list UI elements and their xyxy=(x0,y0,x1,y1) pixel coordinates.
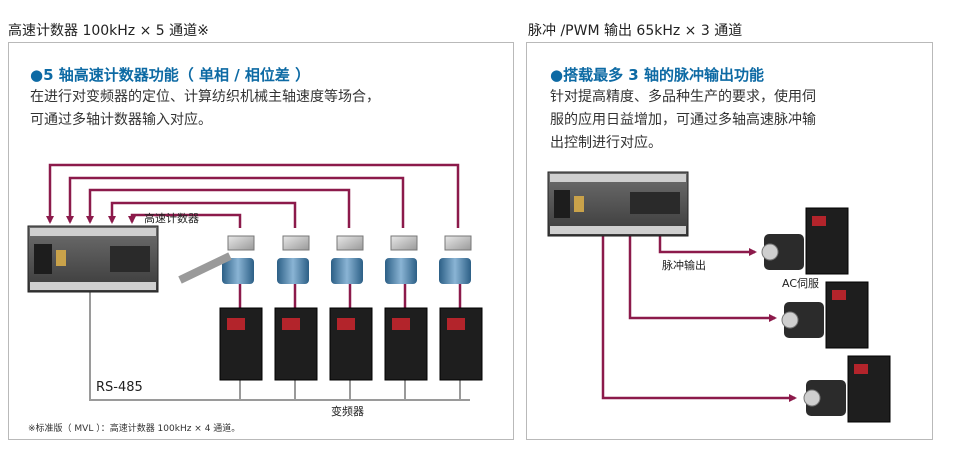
feedback-line-4 xyxy=(108,201,297,228)
axis-3 xyxy=(329,235,373,381)
label-ac-servo: AC伺服 xyxy=(782,277,820,290)
motor xyxy=(277,258,309,284)
feedback-line-5 xyxy=(128,213,242,228)
label-pulse-output: 脉冲输出 xyxy=(662,259,706,272)
footnote: ※标准版（ MVL ）：高速计数器 100kHz × 4 通道。 xyxy=(28,424,241,434)
servo-set-2 xyxy=(781,281,869,349)
pulse-line-2 xyxy=(628,236,777,322)
label-high-speed-counter: 高速计数器 xyxy=(144,212,199,225)
encoder xyxy=(282,235,310,251)
inverter-drop-lines xyxy=(239,380,461,400)
servo-set-3 xyxy=(803,355,891,423)
label-inverter: 变频器 xyxy=(331,405,364,418)
axis-4 xyxy=(384,235,428,381)
feedback-line-1 xyxy=(46,163,460,228)
plc-unit-right xyxy=(547,171,689,237)
pulse-description-line: 针对提高精度、多品种生产的要求，使用伺 xyxy=(550,89,816,105)
pulse-feature-title: ●搭载最多 3 轴的脉冲输出功能 xyxy=(550,66,764,84)
plc-unit-left xyxy=(27,225,159,293)
rs485-bus-line xyxy=(89,292,470,401)
motor xyxy=(222,258,254,284)
motor xyxy=(385,258,417,284)
servo-set-1 xyxy=(761,207,849,275)
pulse-line-1 xyxy=(658,236,757,256)
encoder xyxy=(390,235,418,251)
feedback-line-3 xyxy=(86,188,351,228)
spindle-shaft xyxy=(178,252,232,284)
encoder xyxy=(336,235,364,251)
axis-2 xyxy=(274,235,318,381)
encoder xyxy=(444,235,472,251)
pulse-line-3 xyxy=(601,236,797,402)
feedback-line-2 xyxy=(66,176,405,228)
pulse-description-line: 出控制进行对应。 xyxy=(550,135,662,151)
label-rs485: RS-485 xyxy=(96,380,143,395)
axis-5 xyxy=(439,235,483,381)
right-section-header: 脉冲 /PWM 输出 65kHz × 3 通道 xyxy=(528,23,743,39)
servo-motor xyxy=(784,302,824,338)
motor xyxy=(331,258,363,284)
servo-motor xyxy=(764,234,804,270)
axis-1 xyxy=(219,235,263,381)
counter-feature-title: ●5 轴高速计数器功能（ 单相 / 相位差 ） xyxy=(30,66,311,84)
counter-description: 在进行对变频器的定位、计算纺织机械主轴速度等场合， 可通过多轴计数器输入对应。 xyxy=(30,86,380,132)
pulse-description: 针对提高精度、多品种生产的要求，使用伺 服的应用日益增加，可通过多轴高速脉冲输 … xyxy=(550,86,816,155)
counter-description-line: 可通过多轴计数器输入对应。 xyxy=(30,112,212,128)
servo-motor xyxy=(806,380,846,416)
motor xyxy=(439,258,471,284)
counter-description-line: 在进行对变频器的定位、计算纺织机械主轴速度等场合， xyxy=(30,89,380,105)
left-section-header: 高速计数器 100kHz × 5 通道※ xyxy=(8,23,209,39)
pulse-description-line: 服的应用日益增加，可通过多轴高速脉冲输 xyxy=(550,112,816,128)
encoder xyxy=(227,235,255,251)
